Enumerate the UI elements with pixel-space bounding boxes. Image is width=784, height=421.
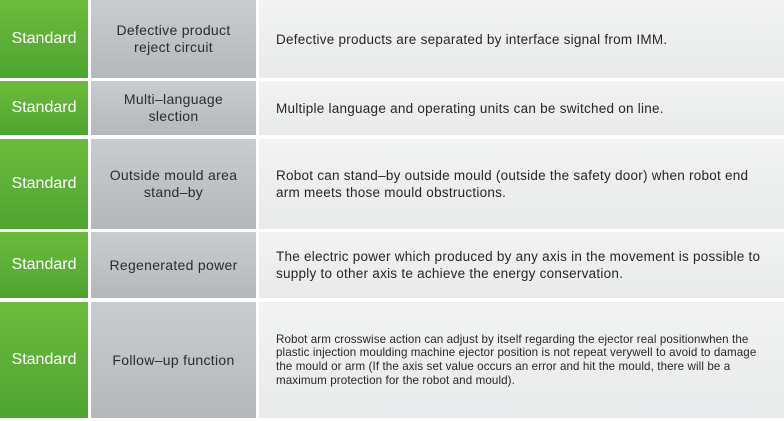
table-row: Standard Regenerated power The electric … bbox=[0, 232, 784, 298]
standard-tag: Standard bbox=[0, 81, 88, 135]
feature-description: The electric power which produced by any… bbox=[259, 232, 784, 298]
feature-description: Robot arm crosswise action can adjust by… bbox=[259, 302, 784, 418]
feature-description: Robot can stand–by outside mould (outsid… bbox=[259, 139, 784, 229]
standard-tag: Standard bbox=[0, 232, 88, 298]
feature-name: Regenerated power bbox=[91, 232, 256, 298]
standard-tag: Standard bbox=[0, 139, 88, 229]
feature-name: Multi–language slection bbox=[91, 81, 256, 135]
table-row: Standard Outside mould area stand–by Rob… bbox=[0, 139, 784, 229]
standard-tag: Standard bbox=[0, 302, 88, 418]
feature-description: Multiple language and operating units ca… bbox=[259, 81, 784, 135]
feature-name: Defective product reject circuit bbox=[91, 0, 256, 78]
feature-name: Outside mould area stand–by bbox=[91, 139, 256, 229]
feature-description: Defective products are separated by inte… bbox=[259, 0, 784, 78]
table-row: Standard Defective product reject circui… bbox=[0, 0, 784, 78]
table-row: Standard Multi–language slection Multipl… bbox=[0, 81, 784, 135]
feature-name: Follow–up function bbox=[91, 302, 256, 418]
table-row: Standard Follow–up function Robot arm cr… bbox=[0, 302, 784, 418]
standard-tag: Standard bbox=[0, 0, 88, 78]
